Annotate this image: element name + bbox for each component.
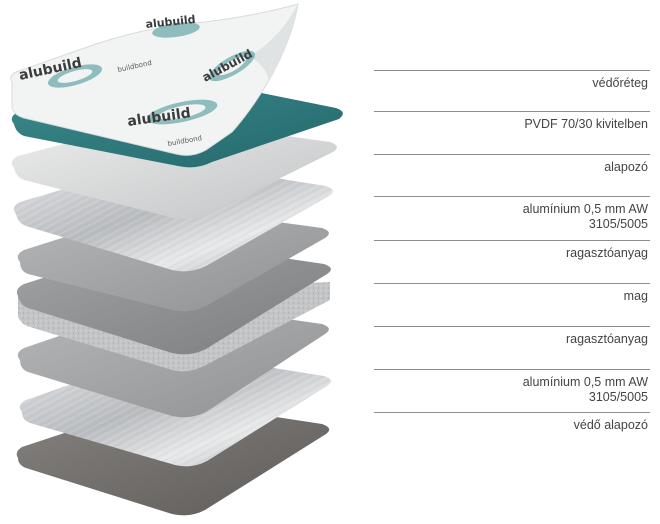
legend-row: ragasztóanyag xyxy=(374,326,650,367)
legend-label: alapozó xyxy=(604,160,648,174)
legend-label: védőréteg xyxy=(592,76,648,90)
legend-row: ragasztóanyag xyxy=(374,240,650,281)
legend-label: PVDF 70/30 kivitelben xyxy=(524,117,648,131)
legend-label: ragasztóanyag xyxy=(565,332,648,346)
film-brand-text: alubuild xyxy=(145,13,196,31)
layer-legend: védőréteg PVDF 70/30 kivitelben alapozó … xyxy=(374,0,650,524)
legend-row: alumínium 0,5 mm AW 3105/5005 xyxy=(374,196,650,237)
legend-row: PVDF 70/30 kivitelben xyxy=(374,111,650,152)
legend-row: alapozó xyxy=(374,154,650,195)
layer-protective-film: alubuild alubuild alubuild alubuild buil… xyxy=(10,3,299,156)
legend-row: alumínium 0,5 mm AW 3105/5005 xyxy=(374,369,650,410)
legend-row: mag xyxy=(374,283,650,324)
legend-row: védőréteg xyxy=(374,70,650,111)
legend-label: alumínium 0,5 mm AW 3105/5005 xyxy=(522,375,648,404)
legend-row: védő alapozó xyxy=(374,412,650,453)
legend-label: védő alapozó xyxy=(573,418,648,432)
legend-label: ragasztóanyag xyxy=(565,246,648,260)
layer-stack-illustration: alubuild alubuild alubuild alubuild buil… xyxy=(10,3,343,516)
legend-label: alumínium 0,5 mm AW 3105/5005 xyxy=(522,202,648,231)
legend-label: mag xyxy=(623,289,648,303)
